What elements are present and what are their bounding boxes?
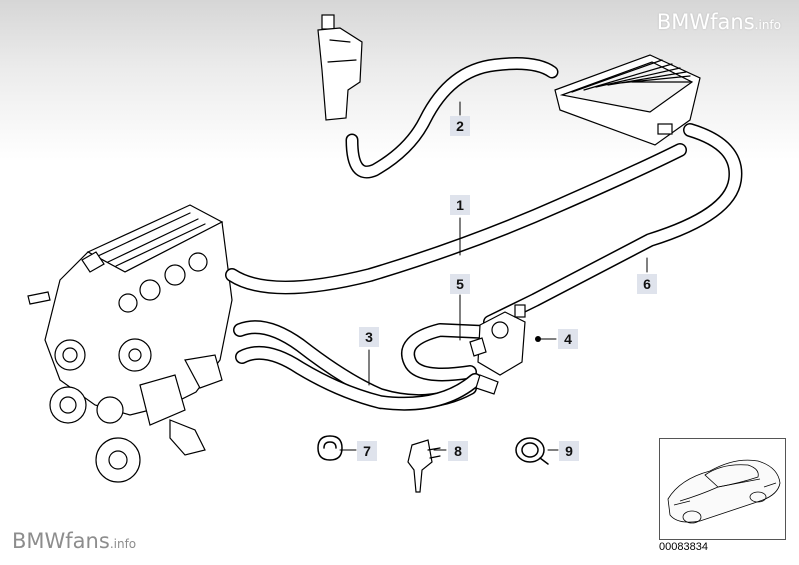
watermark-brand: BMWfans bbox=[656, 10, 755, 34]
watermark-suffix: .info bbox=[109, 537, 137, 551]
reference-number: 00083834 bbox=[659, 541, 708, 553]
car-inset bbox=[659, 438, 786, 540]
watermark-brand: BMWfans bbox=[12, 529, 110, 553]
expansion-tank bbox=[317, 14, 363, 121]
clamp-8 bbox=[407, 439, 441, 493]
callout-1: 1 bbox=[450, 195, 470, 215]
callout-6: 6 bbox=[637, 274, 657, 294]
water-valve bbox=[469, 304, 526, 395]
callout-2: 2 bbox=[450, 116, 470, 136]
callout-8: 8 bbox=[448, 441, 468, 461]
clamp-9 bbox=[515, 437, 549, 465]
engine-block bbox=[27, 204, 233, 483]
heater-core bbox=[554, 54, 701, 146]
car-silhouette-icon bbox=[667, 459, 781, 524]
callout-9: 9 bbox=[559, 441, 579, 461]
watermark-top: BMWfans.info bbox=[657, 10, 781, 34]
hoses bbox=[225, 57, 743, 411]
callout-5: 5 bbox=[450, 274, 470, 294]
leader-lines bbox=[339, 101, 648, 451]
watermark-bottom: BMWfans.info bbox=[12, 529, 136, 553]
watermark-suffix: .info bbox=[754, 18, 781, 32]
callout-3: 3 bbox=[359, 327, 379, 347]
clamp-7 bbox=[317, 435, 343, 461]
callout-4: 4 bbox=[558, 329, 578, 349]
callout-7: 7 bbox=[357, 441, 377, 461]
